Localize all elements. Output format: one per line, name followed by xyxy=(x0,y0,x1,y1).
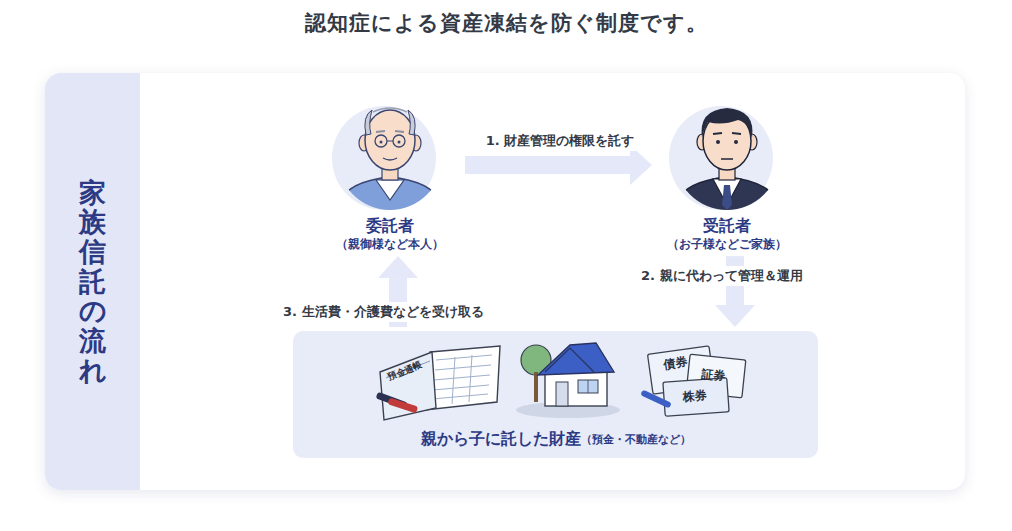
property-box: 親から子に託した財産（預金・不動産など） xyxy=(293,331,818,458)
circle-outline xyxy=(656,105,786,211)
box-title: 親から子に託した財産 xyxy=(421,429,581,449)
step-label: 1. 財産管理の権限を託す xyxy=(482,131,639,151)
illustration-label: 債券 xyxy=(662,354,688,374)
circle-outline xyxy=(669,106,773,210)
truster-circle: 委託者（親御様など本人） xyxy=(319,105,461,252)
step-label: 2. 親に代わって管理＆運用 xyxy=(637,266,807,286)
circle-outline xyxy=(319,105,449,211)
vertical-heading: 家族信託の流れ xyxy=(79,178,106,386)
box-note: （預金・不動産など） xyxy=(581,433,691,447)
illustration-label: 証券 xyxy=(700,366,726,385)
circle-outline xyxy=(332,106,436,210)
step-label: 3. 生活費・介護費などを受け取る xyxy=(279,302,488,322)
page-title: 認知症による資産凍結を防ぐ制度です。 xyxy=(0,9,1012,37)
illustration-label: 株券 xyxy=(682,387,707,406)
role-name: 委託者 xyxy=(319,215,461,237)
flow-heading-band: 家族信託の流れ xyxy=(45,73,140,490)
trustee-circle: 受託者（お子様などご家族） xyxy=(656,105,798,252)
role-note: （親御様など本人） xyxy=(319,237,461,253)
role-note: （お子様などご家族） xyxy=(656,237,798,253)
flow-arrow xyxy=(465,156,630,174)
role-name: 受託者 xyxy=(656,215,798,237)
